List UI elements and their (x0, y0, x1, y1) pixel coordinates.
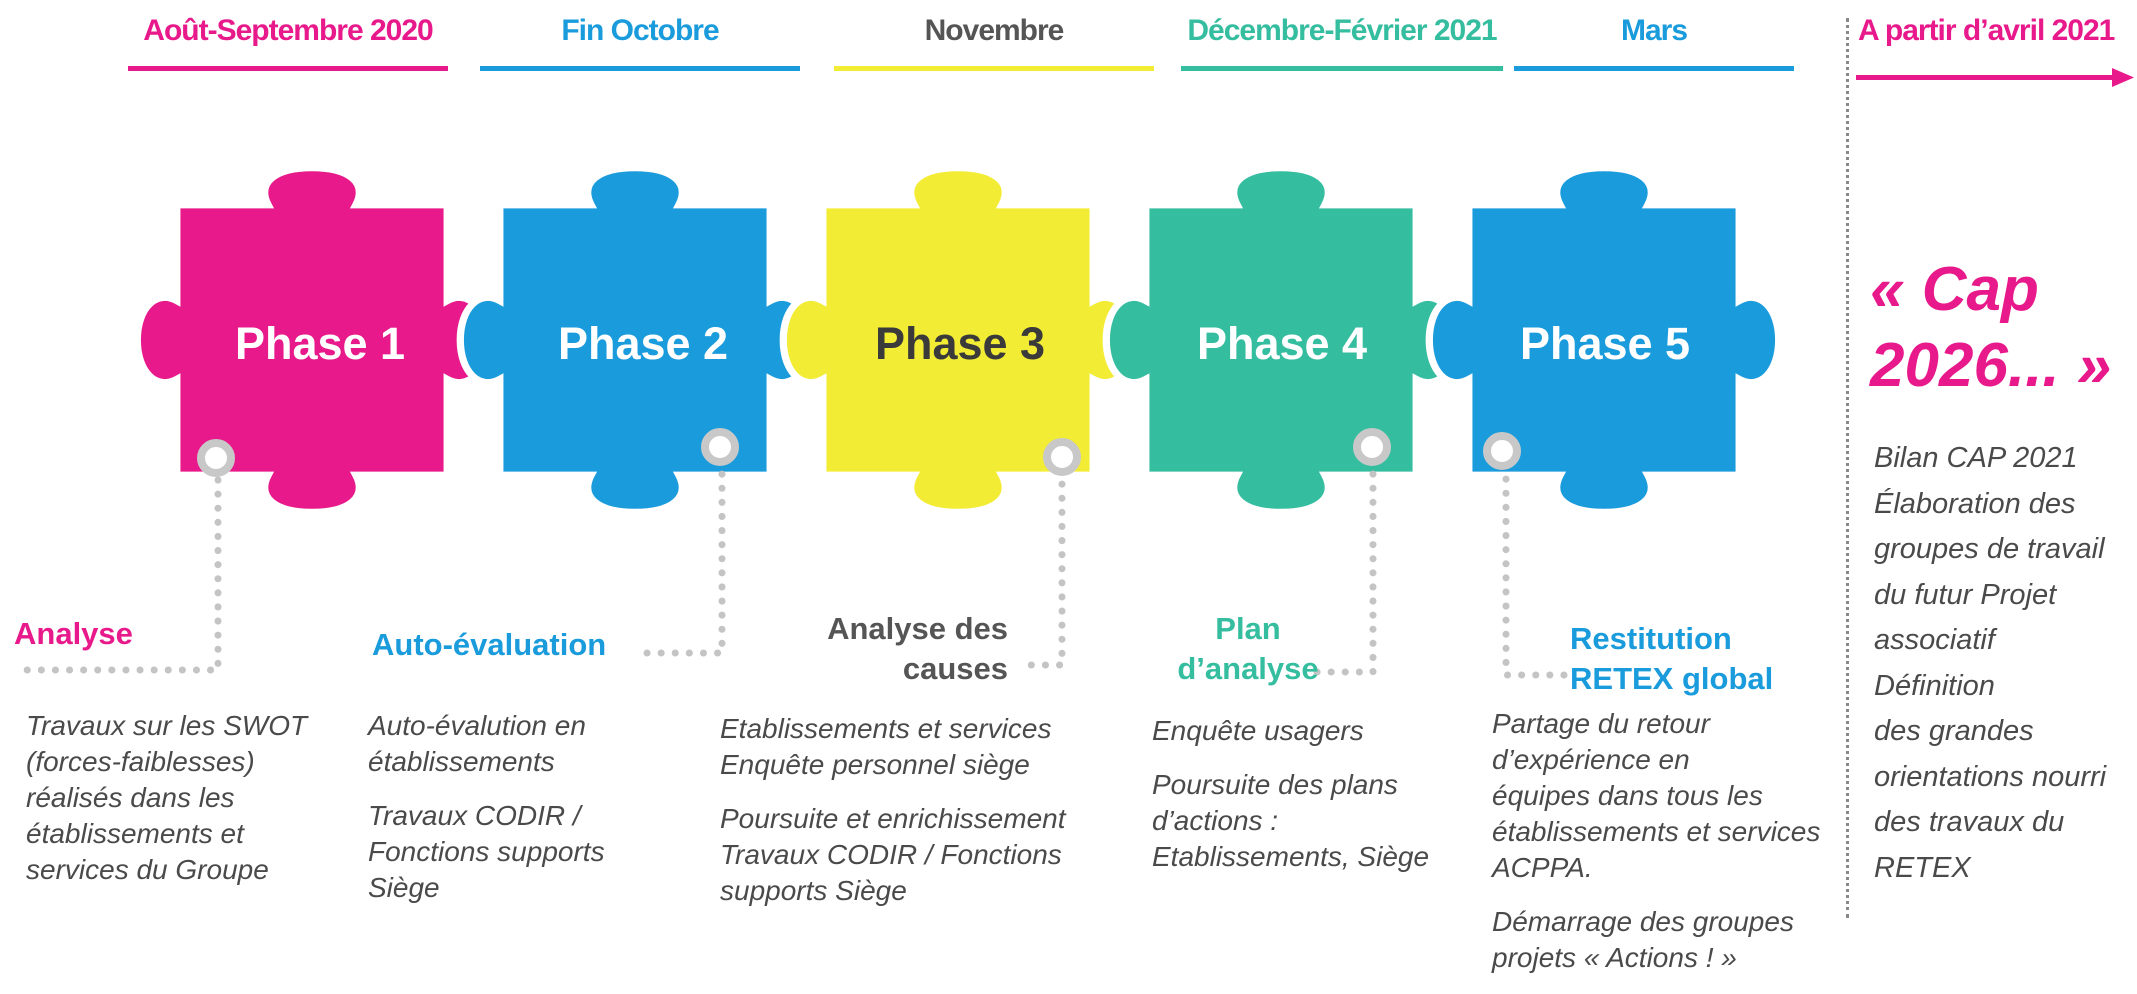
phase-3-label: Phase 3 (874, 318, 1046, 369)
connector-lines (16, 428, 1572, 679)
description-paragraph: Poursuite des plans d’actions : Etabliss… (1152, 769, 1430, 872)
connector-2 (636, 456, 726, 657)
description-paragraph: Etablissements et services Enquête perso… (720, 713, 1052, 780)
period-bar (1514, 66, 1794, 71)
phase-3-description: Etablissements et services Enquête perso… (720, 711, 1066, 927)
pin-4-icon (1353, 428, 1391, 466)
description-paragraph: Démarrage des groupes projets « Actions … (1492, 906, 1794, 973)
period-label: A partir d’avril 2021 (1858, 14, 2115, 47)
phase-4-title: Plan d’analyse (1177, 611, 1319, 686)
period-label: Décembre-Février 2021 (1187, 14, 1497, 47)
pin-5-icon (1483, 432, 1521, 470)
period-label: Mars (1620, 14, 1688, 47)
phase-5-label: Phase 5 (1519, 318, 1691, 369)
phase-2-title: Auto-évaluation (372, 627, 607, 662)
period-3: Novembre (834, 14, 1154, 72)
phase-4-description: Enquête usagers Poursuite des plans d’ac… (1152, 713, 1429, 893)
period-label: Novembre (924, 14, 1065, 47)
connector-1 (16, 476, 222, 674)
period-bar (1181, 66, 1503, 71)
connector-5 (1502, 461, 1572, 679)
connector-3 (1016, 466, 1066, 669)
period-1: Août-Septembre 2020 (128, 14, 448, 72)
period-bar (480, 66, 800, 71)
phase-2-description: Auto-évalution en établissements Travaux… (368, 708, 605, 924)
pin-2-icon (701, 428, 739, 466)
period-bar (128, 66, 448, 71)
arrow-right-icon (1856, 68, 2134, 87)
pin-1-icon (197, 439, 235, 477)
phase-3-title: Analyse des causes (827, 611, 1008, 686)
phase-1-title: Analyse (14, 616, 133, 651)
description-paragraph: Auto-évalution en établissements (368, 710, 586, 777)
phase-4-label: Phase 4 (1196, 318, 1368, 369)
vertical-separator (1846, 18, 1849, 918)
description-paragraph: Poursuite et enrichissement Travaux CODI… (720, 803, 1066, 906)
phase-2-label: Phase 2 (557, 318, 729, 369)
connector-4 (1306, 456, 1377, 676)
period-2: Fin Octobre (480, 14, 800, 72)
period-4: Décembre-Février 2021 (1181, 14, 1503, 72)
description-paragraph: Enquête usagers (1152, 715, 1364, 746)
pin-3-icon (1043, 438, 1081, 476)
cap-2026-title: « Cap 2026... » (1870, 255, 2112, 400)
period-label: Août-Septembre 2020 (143, 14, 433, 47)
cap-2026-description: Bilan CAP 2021 Élaboration des groupes d… (1874, 442, 2107, 884)
description-paragraph: Partage du retour d’expérience en équipe… (1492, 708, 1821, 883)
period-bar (834, 66, 1154, 71)
phase-1-label: Phase 1 (234, 318, 406, 369)
description-paragraph: Travaux CODIR / Fonctions supports Siège (368, 800, 605, 903)
description-paragraph: Travaux sur les SWOT (forces-faiblesses)… (26, 710, 308, 885)
phase-1-description: Travaux sur les SWOT (forces-faiblesses)… (26, 708, 307, 906)
period-label: Fin Octobre (561, 14, 719, 47)
period-5: Mars (1514, 14, 1794, 72)
period-6: A partir d’avril 2021 (1858, 14, 2133, 72)
phase-5-description: Partage du retour d’expérience en équipe… (1492, 706, 1820, 994)
phase-5-title: Restitution RETEX global (1570, 621, 1774, 696)
